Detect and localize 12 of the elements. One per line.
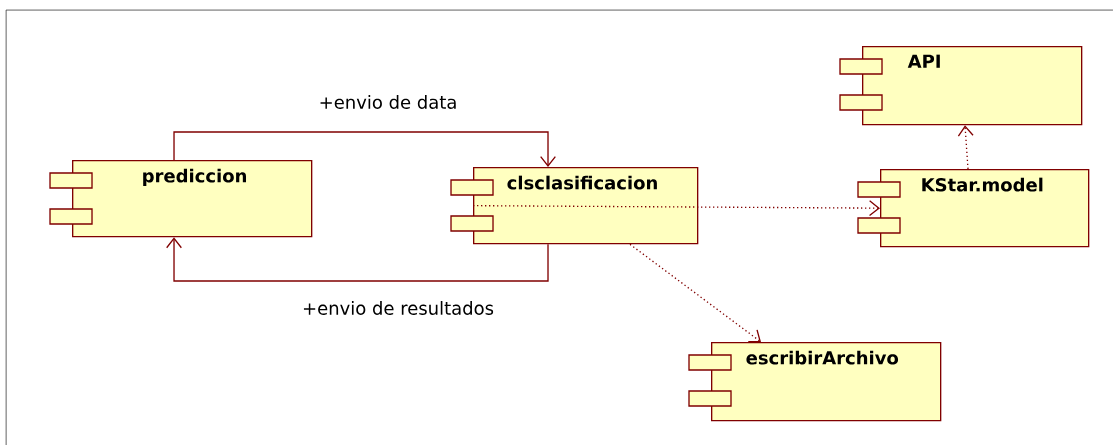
component-box: API <box>839 46 1083 126</box>
component-box: clsclasificacion <box>450 167 699 245</box>
arrow <box>957 125 974 170</box>
arrow <box>472 200 880 217</box>
edge-label: +envio de data <box>317 93 459 111</box>
arrow <box>166 237 549 282</box>
component-box: prediccion <box>49 160 313 238</box>
edge-label: +envio de resultados <box>300 299 496 317</box>
component-box: KStar.model <box>857 169 1090 248</box>
arrow <box>173 131 556 167</box>
component-box: escribirArchivo <box>688 342 942 422</box>
arrow <box>629 243 761 343</box>
